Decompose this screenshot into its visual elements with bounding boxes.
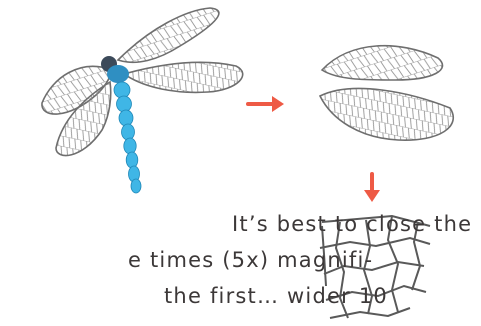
dragonfly-drawing (42, 8, 243, 193)
body-text-line-2: e times (5x) magnifi- (128, 250, 373, 271)
dragonfly-abdomen (114, 82, 141, 193)
dragonfly-thorax (107, 65, 129, 83)
arrow-right-icon (248, 96, 284, 112)
dragonfly-wing-lower-right (124, 62, 243, 92)
arrow-down-icon (364, 174, 380, 202)
body-text-line-1: It’s best to close the (232, 214, 472, 235)
dragonfly-wing-upper-right (118, 8, 219, 62)
wing-closeup-drawing (320, 46, 453, 140)
body-text-line-3: the first… wider 10 (164, 286, 388, 307)
